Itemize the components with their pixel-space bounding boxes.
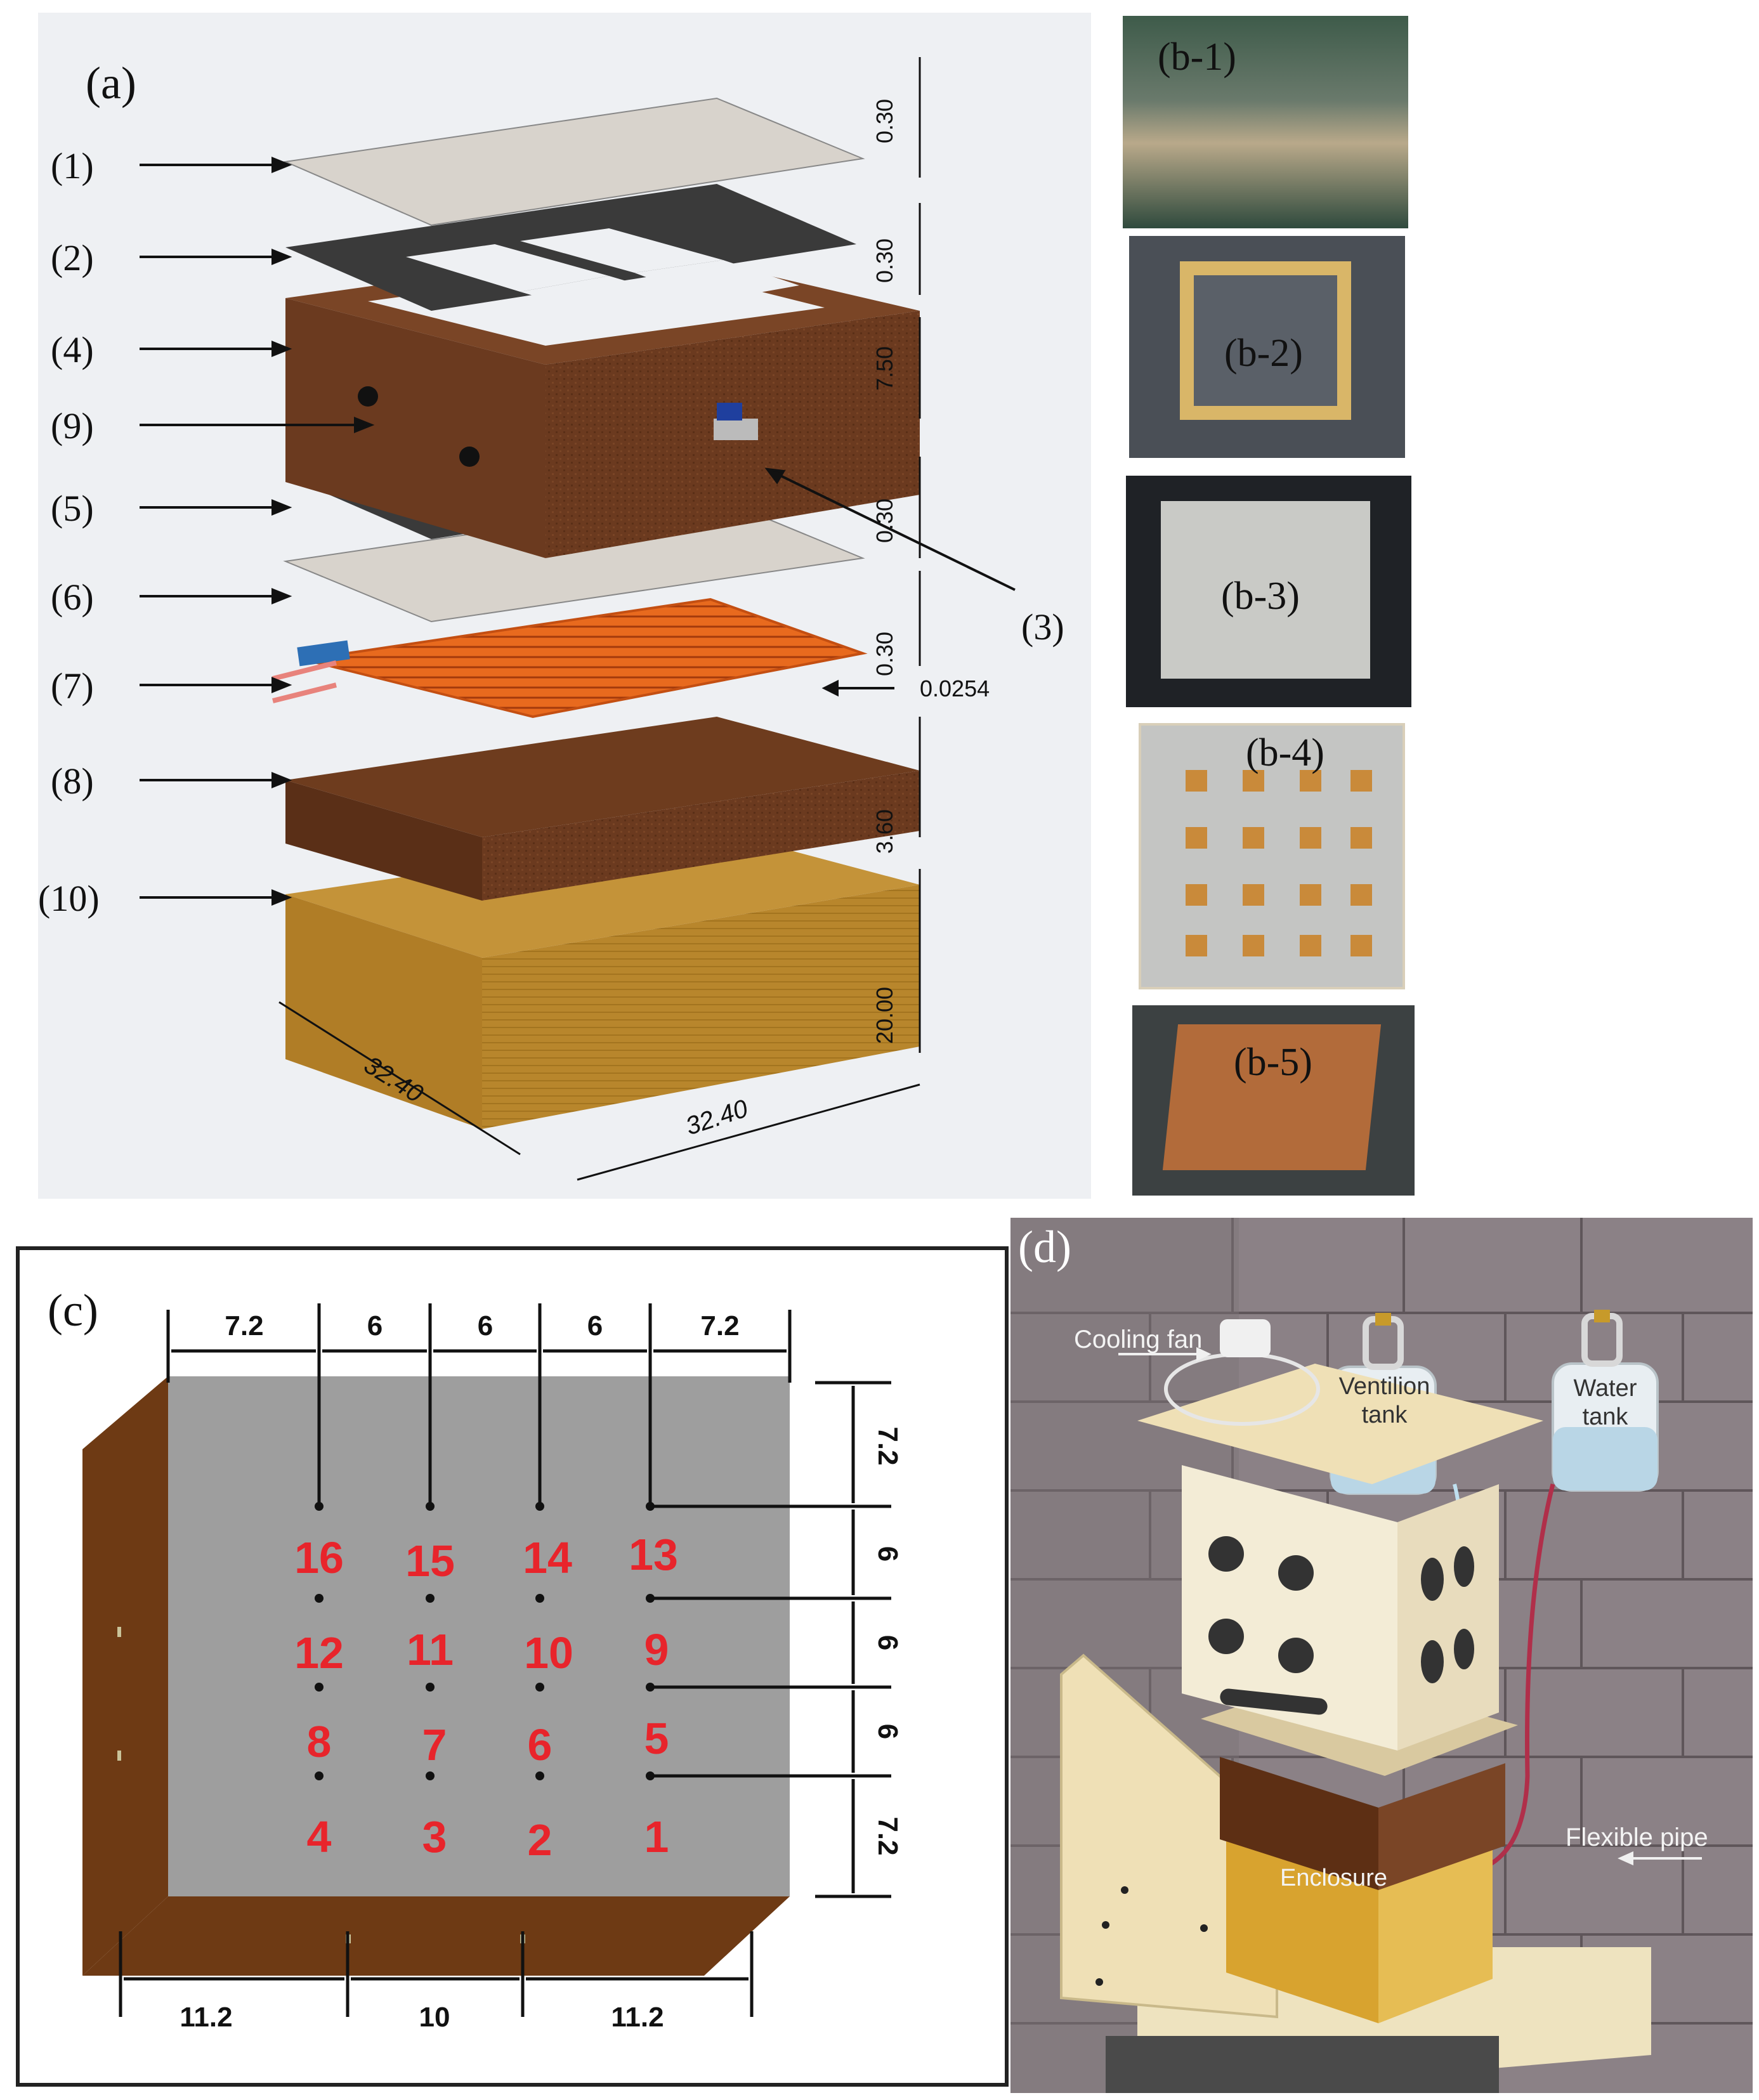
- point-14: 14: [523, 1533, 572, 1582]
- label-water-tank-line2: tank: [1582, 1404, 1628, 1430]
- panel-c-label: (c): [48, 1285, 98, 1336]
- point-11: 11: [407, 1625, 454, 1674]
- point-8: 8: [307, 1717, 332, 1766]
- port-9-hole-1: [358, 386, 378, 407]
- enclosure-wood-lower: [1226, 1839, 1378, 2023]
- layer-label-9: (9): [51, 405, 94, 447]
- point-16: 16: [294, 1533, 344, 1582]
- top-dim-1: 7.2: [225, 1310, 263, 1341]
- panel-a-label: (a): [86, 58, 136, 108]
- bottom-dim-1: 11.2: [180, 2002, 232, 2033]
- layer-10-wood-base: [285, 831, 920, 1129]
- layer-leader-arrows: [140, 157, 1016, 906]
- chamber-box: [1182, 1465, 1397, 1751]
- point-10: 10: [524, 1628, 573, 1678]
- flexible-pipe: [1473, 1484, 1555, 1874]
- point-13: 13: [629, 1530, 678, 1579]
- layer-7-heater: [272, 597, 868, 719]
- layer-8-dark-board: [285, 717, 920, 901]
- box-left-side: [82, 1376, 168, 1976]
- panel-c-frame: [16, 1246, 1009, 2087]
- right-dim-1: 7.2: [872, 1426, 903, 1465]
- point-12: 12: [294, 1628, 344, 1678]
- water-tank: [1552, 1310, 1659, 1492]
- dim-layer-8: 3.60: [872, 809, 898, 854]
- label-ventilation-tank-line2: tank: [1361, 1402, 1408, 1428]
- photo-b2-caption: (b-2): [1224, 332, 1303, 375]
- cooling-fan: [1164, 1319, 1320, 1426]
- photo-b3-caption: (b-3): [1221, 575, 1300, 618]
- dim-layer-2: 0.30: [872, 238, 898, 284]
- layer-label-8: (8): [51, 760, 94, 802]
- panel-d-label: (d): [1018, 1222, 1071, 1272]
- panel-a-exploded-view: (a) (1) (2) (4) (9) (5) (6) (7) (8) (10)…: [38, 13, 1091, 1199]
- panel-d-illustration: (d) Cooling fan Ventilion tank Water tan…: [1010, 1218, 1753, 2093]
- top-dim-3: 6: [478, 1310, 493, 1341]
- bottom-dim-2: 10: [419, 2002, 450, 2033]
- panel-d-drawing: [1010, 1218, 1753, 2093]
- photo-b3: (b-3): [1126, 476, 1411, 707]
- dimension-lines-right: [278, 57, 921, 1181]
- point-2: 2: [528, 1815, 553, 1865]
- label-ventilation-tank-line1: Ventilion: [1338, 1373, 1430, 1400]
- photo-b1-caption: (b-1): [1158, 36, 1236, 79]
- bottom-dim-3: 11.2: [611, 2002, 664, 2033]
- layer-label-3: (3): [1021, 606, 1064, 648]
- layer-label-2: (2): [51, 237, 94, 278]
- label-water-tank-line1: Water: [1573, 1375, 1637, 1402]
- dim-layer-1: 0.30: [872, 98, 898, 144]
- point-5: 5: [644, 1714, 669, 1763]
- point-3: 3: [422, 1812, 447, 1862]
- dim-heater: 0.0254: [920, 675, 990, 701]
- layer-label-7: (7): [51, 665, 94, 707]
- label-cooling-fan: Cooling fan: [1074, 1326, 1203, 1353]
- top-dim-5: 7.2: [700, 1310, 739, 1341]
- layer-label-4: (4): [51, 329, 94, 370]
- label-flexible-pipe: Flexible pipe: [1566, 1823, 1708, 1851]
- right-dim-4: 6: [872, 1724, 903, 1739]
- point-9: 9: [644, 1625, 669, 1674]
- photo-b5: (b-5): [1132, 1005, 1415, 1196]
- point-6: 6: [528, 1720, 553, 1770]
- measurement-point-dots: [315, 1502, 655, 1780]
- point-4: 4: [307, 1812, 332, 1862]
- panel-a-drawing: [140, 57, 1016, 1181]
- layer-2-gasket-frame: [285, 184, 856, 323]
- panel-c-drawing: 7.2 6 6 6 7.2 11.2 10 11.2 7.2 6 6 6 7.2…: [82, 1303, 903, 2033]
- layer-label-1: (1): [51, 145, 94, 186]
- photo-b5-caption: (b-5): [1234, 1041, 1312, 1084]
- right-dim-3: 6: [872, 1635, 903, 1650]
- enclosure-body: [1220, 1757, 1378, 1890]
- point-1: 1: [644, 1812, 669, 1862]
- photo-b4-sensors: [1186, 770, 1372, 956]
- dim-layer-5: 0.30: [872, 498, 898, 544]
- label-enclosure: Enclosure: [1280, 1865, 1387, 1891]
- layer-label-5: (5): [51, 488, 94, 529]
- photo-b4: (b-4): [1139, 723, 1405, 989]
- photo-b4-caption: (b-4): [1246, 731, 1324, 774]
- valve-3: [714, 419, 758, 440]
- layer-1-top-plate: [283, 97, 865, 226]
- point-7: 7: [422, 1720, 447, 1770]
- right-dim-2: 6: [872, 1546, 903, 1562]
- point-15: 15: [405, 1536, 455, 1586]
- top-dim-2: 6: [367, 1310, 383, 1341]
- layer-label-6: (6): [51, 577, 94, 618]
- dim-layer-6: 0.30: [872, 631, 898, 677]
- top-dimension-lines: [119, 1303, 891, 2017]
- photo-b1: (b-1): [1123, 16, 1408, 228]
- photo-b2: (b-2): [1129, 236, 1405, 458]
- box-top-plate: [168, 1376, 790, 1896]
- top-dim-4: 6: [587, 1310, 603, 1341]
- layer-label-10: (10): [38, 878, 100, 919]
- dim-layer-10: 20.00: [872, 986, 898, 1045]
- right-dim-5: 7.2: [872, 1816, 903, 1855]
- box-bottom-side: [82, 1896, 790, 1976]
- dim-layer-4: 7.50: [872, 346, 898, 391]
- port-9-hole-2: [459, 447, 480, 467]
